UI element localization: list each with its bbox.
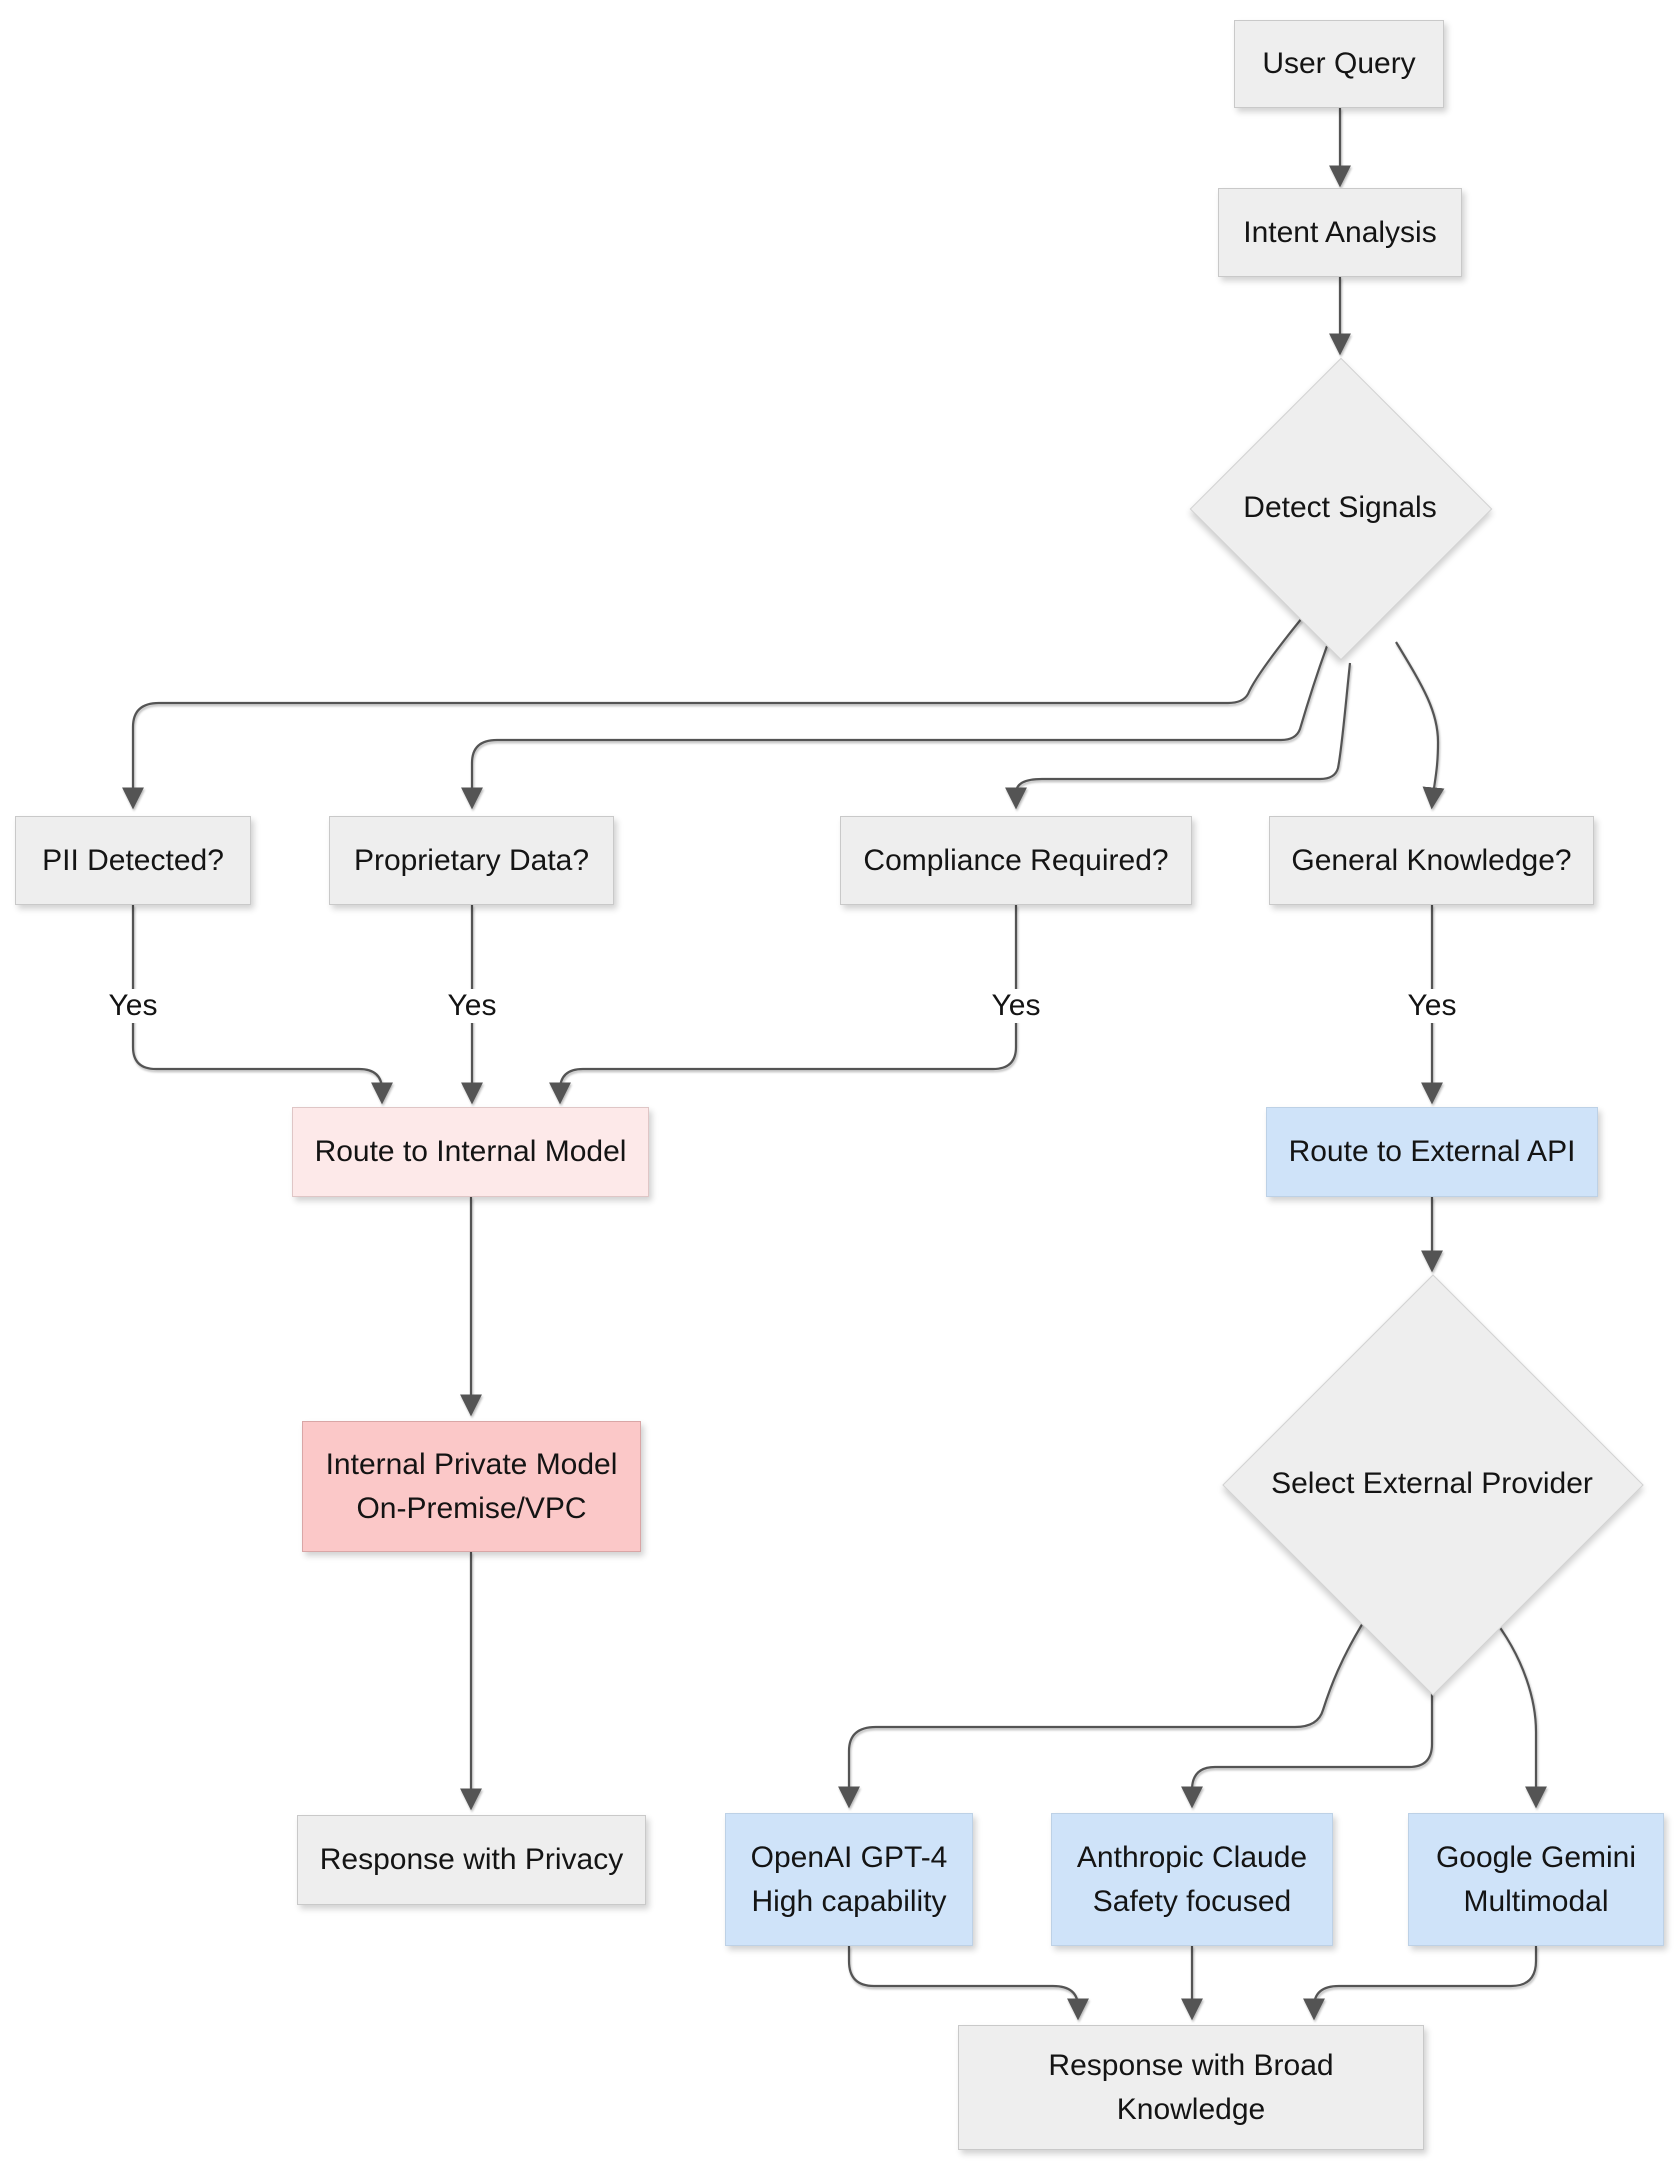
edge-compliance-yes-to-route-internal bbox=[549, 905, 1018, 1105]
node-internal-private-model: Internal Private Model On-Premise/VPC bbox=[302, 1421, 641, 1552]
node-label: Response with Privacy bbox=[319, 1843, 624, 1876]
edge-detect-signals-to-compliance bbox=[1005, 662, 1352, 810]
node-pii-detected: PII Detected? bbox=[15, 816, 251, 905]
node-label-line1: Google Gemini bbox=[1435, 1840, 1637, 1874]
node-label: Proprietary Data? bbox=[353, 843, 590, 877]
edge-google-to-response-broad bbox=[1303, 1946, 1538, 2021]
node-label-line1: Response with Broad bbox=[1048, 2048, 1334, 2082]
node-label-line2: High capability bbox=[751, 1884, 947, 1918]
node-openai-gpt4: OpenAI GPT-4 High capability bbox=[725, 1813, 973, 1946]
edge-label-proprietary-yes: Yes bbox=[441, 989, 503, 1023]
node-route-external: Route to External API bbox=[1266, 1107, 1598, 1197]
node-label-line1: OpenAI GPT-4 bbox=[750, 1840, 948, 1874]
node-label: General Knowledge? bbox=[1291, 843, 1572, 877]
node-route-internal: Route to Internal Model bbox=[292, 1107, 649, 1197]
edge-pii-yes-to-route-internal bbox=[131, 905, 393, 1105]
edge-select-provider-to-google bbox=[1495, 1621, 1547, 1809]
node-label-line2: On-Premise/VPC bbox=[356, 1491, 587, 1525]
node-label: Intent Analysis bbox=[1243, 215, 1437, 249]
node-intent-analysis: Intent Analysis bbox=[1218, 188, 1462, 277]
node-response-broad: Response with Broad Knowledge bbox=[958, 2025, 1424, 2150]
node-label: Compliance Required? bbox=[863, 843, 1169, 877]
node-label-line1: Anthropic Claude bbox=[1076, 1840, 1308, 1874]
node-user-query: User Query bbox=[1234, 20, 1444, 108]
node-general-knowledge: General Knowledge? bbox=[1269, 816, 1594, 905]
node-label-line2: Safety focused bbox=[1092, 1884, 1292, 1918]
node-google-gemini: Google Gemini Multimodal bbox=[1408, 1813, 1664, 1946]
node-response-privacy: Response with Privacy bbox=[297, 1815, 646, 1905]
edge-select-provider-to-openai bbox=[838, 1617, 1367, 1809]
edge-detect-signals-to-general bbox=[1395, 641, 1445, 810]
edge-openai-to-response-broad bbox=[847, 1946, 1089, 2021]
edge-detect-signals-to-proprietary bbox=[461, 645, 1329, 810]
node-compliance-required: Compliance Required? bbox=[840, 816, 1192, 905]
node-proprietary-data: Proprietary Data? bbox=[329, 816, 614, 905]
edge-label-compliance-yes: Yes bbox=[985, 989, 1047, 1023]
node-anthropic-claude: Anthropic Claude Safety focused bbox=[1051, 1813, 1333, 1946]
node-label-line2: Multimodal bbox=[1463, 1884, 1609, 1918]
node-label-line1: Internal Private Model bbox=[325, 1447, 618, 1481]
node-label: Route to External API bbox=[1288, 1135, 1576, 1168]
edge-select-provider-to-anthropic bbox=[1181, 1692, 1434, 1809]
node-label: User Query bbox=[1262, 47, 1416, 80]
node-label: PII Detected? bbox=[42, 843, 224, 877]
edge-detect-signals-to-pii bbox=[122, 617, 1303, 810]
edge-label-general-yes: Yes bbox=[1401, 989, 1463, 1023]
node-label: Route to Internal Model bbox=[314, 1135, 627, 1168]
edge-label-pii-yes: Yes bbox=[102, 989, 164, 1023]
node-label-line2: Knowledge bbox=[1116, 2092, 1266, 2126]
